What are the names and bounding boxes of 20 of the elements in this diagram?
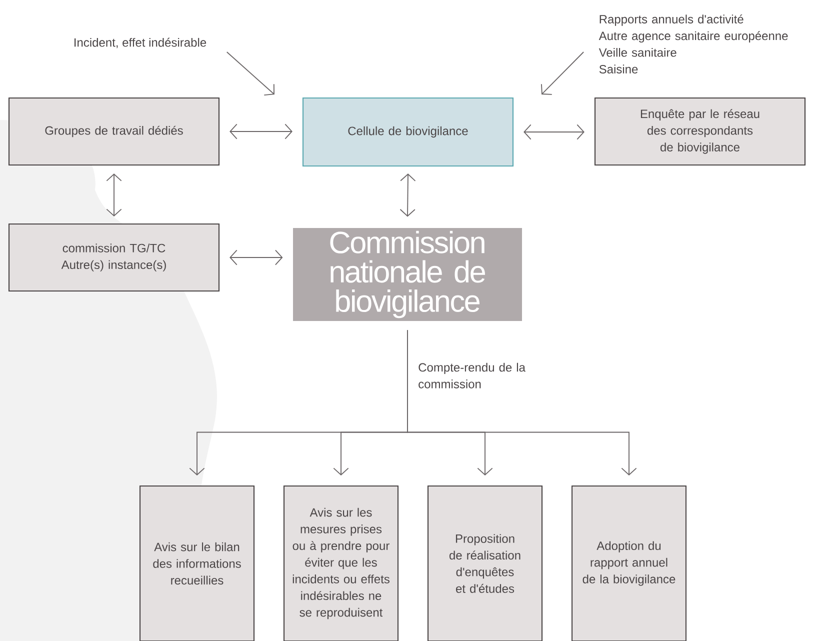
arrow bbox=[226, 52, 274, 96]
outcome-box: Avis sur les mesures prises ou à prendre pour éviter que les incidents ou effets indésirables ne se reproduisent bbox=[283, 485, 399, 641]
arrow bbox=[400, 174, 416, 217]
outcome-box: Avis sur le bilan des informations recueillies bbox=[139, 485, 255, 641]
process-box: Groupes de travail dédiés bbox=[8, 97, 220, 166]
arrow bbox=[106, 174, 122, 216]
arrow bbox=[230, 124, 292, 140]
input-list: Rapports annuels d'activité Autre agence sanitaire européenne Veille sanitaire Saisine bbox=[598, 14, 788, 74]
commission-box: Commission nationale de biovigilance bbox=[293, 228, 522, 321]
arrow bbox=[230, 250, 283, 266]
edge-label: Compte-rendu de la commission bbox=[416, 362, 529, 390]
outcome-box: Proposition de réalisation d'enquêtes et d'études bbox=[427, 485, 543, 641]
arrow bbox=[407, 330, 637, 476]
outcome-box: Adoption du rapport annuel de la biovigilance bbox=[571, 485, 687, 641]
process-box: commission TG/TC Autre(s) instance(s) bbox=[8, 223, 220, 292]
process-box: Enquête par le réseau des correspondants de biovigilance bbox=[594, 97, 806, 166]
input-text: Incident, effet indésirable bbox=[74, 38, 206, 48]
process-box: Cellule de biovigilance bbox=[302, 97, 514, 167]
arrow bbox=[524, 124, 584, 140]
arrow bbox=[541, 52, 584, 95]
